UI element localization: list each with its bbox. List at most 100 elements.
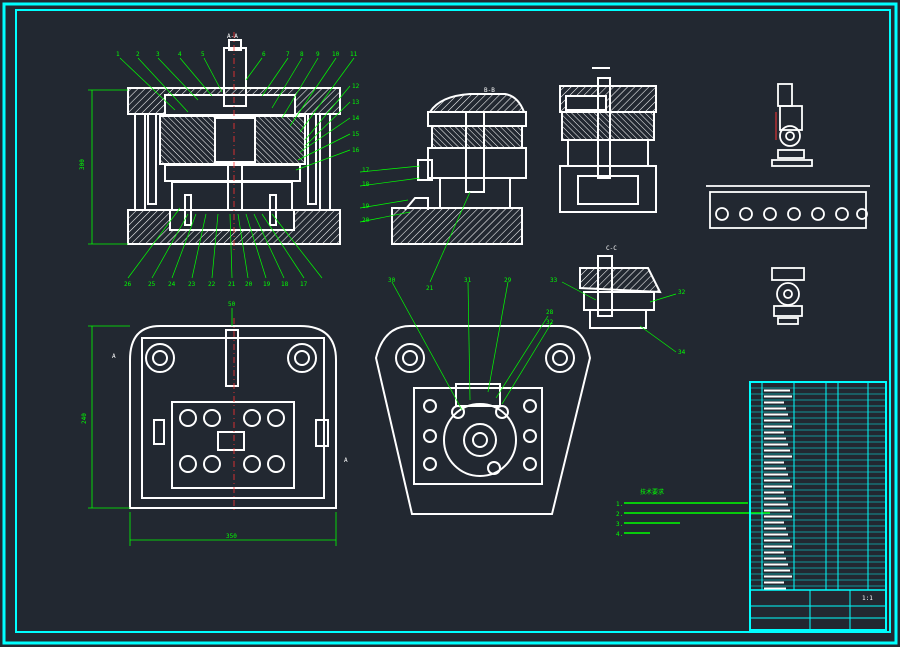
table-cell-text	[764, 497, 786, 500]
part-number: 16	[352, 147, 360, 154]
tech-req-line-3: 3.	[616, 521, 623, 528]
part-number: 9	[316, 51, 320, 58]
tech-req-line-2: 2.	[616, 511, 623, 518]
part-number: 25	[148, 281, 156, 288]
table-cell-text	[764, 563, 788, 566]
part-number: 4	[178, 51, 182, 58]
detail-part-top	[771, 83, 813, 167]
front-right-part-numbers: 12 13 14 15 16	[352, 83, 360, 154]
part-number: 22	[208, 281, 216, 288]
parts-list-rows	[750, 387, 886, 590]
table-cell-text	[764, 503, 788, 506]
lower-view-leaders	[391, 281, 553, 411]
part-number: 23	[188, 281, 196, 288]
part-number: 1	[116, 51, 120, 58]
table-cell-text	[764, 533, 788, 536]
title-block-scale: 1:1	[862, 595, 873, 602]
table-cell-text	[764, 545, 792, 548]
view-marker-a-left: A	[112, 353, 116, 360]
section-label-a: A-A	[227, 33, 238, 40]
table-cell-text	[764, 509, 790, 512]
front-section-view	[127, 39, 341, 245]
part-number: 31	[464, 277, 472, 284]
part-number: 18	[281, 281, 289, 288]
part-number: 20	[245, 281, 253, 288]
table-cell-text	[764, 527, 786, 530]
part-number: 29	[504, 277, 512, 284]
lower-view-part-numbers: 30 31 29 28 32	[388, 277, 554, 326]
part-number: 34	[678, 349, 686, 356]
table-cell-text	[764, 551, 784, 554]
side-view	[559, 67, 657, 213]
table-cell-text	[764, 395, 792, 398]
table-cell-text	[764, 491, 784, 494]
table-cell-text	[764, 473, 788, 476]
part-number: 26	[124, 281, 132, 288]
table-cell-text	[764, 581, 784, 584]
table-cell-text	[764, 461, 784, 464]
table-cell-text	[764, 419, 790, 422]
part-number: 20	[362, 217, 370, 224]
detail-strip	[706, 185, 870, 229]
table-cell-text	[764, 407, 786, 410]
part-number: 17	[362, 167, 370, 174]
table-cell-text	[764, 521, 784, 524]
part-number: 21	[228, 281, 236, 288]
part-number: 7	[286, 51, 290, 58]
part-number: 33	[550, 277, 558, 284]
table-cell-text	[764, 437, 786, 440]
part-number: 15	[352, 131, 360, 138]
section-c-part-numbers: 33 32 34	[550, 277, 686, 356]
lower-die-plan-view	[129, 325, 337, 509]
part-number: 12	[352, 83, 360, 90]
table-cell-text	[764, 431, 784, 434]
tech-req-title: 技术要求	[640, 488, 664, 496]
table-cell-text	[764, 557, 786, 560]
table-cell-text	[764, 467, 786, 470]
detail-part-bottom	[771, 267, 805, 325]
table-cell-text	[764, 425, 792, 428]
part-number: 5	[201, 51, 205, 58]
table-cell-text	[764, 401, 784, 404]
part-number: 10	[332, 51, 340, 58]
table-cell-text	[764, 389, 790, 392]
part-number: 14	[352, 115, 360, 122]
part-number: 32	[546, 319, 554, 326]
part-number: 6	[262, 51, 266, 58]
plan-left-dimensions	[88, 308, 337, 546]
part-number: 32	[678, 289, 686, 296]
tech-req-line-1: 1.	[616, 501, 623, 508]
part-number: 2	[136, 51, 140, 58]
front-top-leaders	[119, 57, 355, 279]
table-cell-text	[764, 587, 786, 590]
section-b-view	[391, 93, 527, 245]
inner-border	[15, 9, 891, 633]
section-c-view	[579, 255, 662, 329]
table-cell-text	[764, 455, 792, 458]
front-height-label: 300	[79, 159, 86, 170]
part-number: 8	[300, 51, 304, 58]
front-bottom-part-numbers: 26 25 24 23 22 21 20 19 18 17	[124, 281, 308, 288]
part-number: 3	[156, 51, 160, 58]
part-number: 18	[362, 181, 370, 188]
part-number: 19	[263, 281, 271, 288]
part-number: 17	[300, 281, 308, 288]
tech-req-line-4: 4.	[616, 531, 623, 538]
front-top-part-numbers: 1 2 3 4 5 6 7 8 9 10 11	[116, 51, 358, 58]
table-cell-text	[764, 515, 792, 518]
part-number: 30	[388, 277, 396, 284]
section-b-part-numbers: 17 18 19 20 21	[362, 167, 434, 292]
table-cell-text	[764, 575, 792, 578]
table-cell-text	[764, 443, 788, 446]
plan-top-width-label: 50	[228, 301, 236, 308]
section-label-c: C-C	[606, 245, 617, 252]
plan-width-label: 350	[226, 533, 237, 540]
table-cell-text	[764, 479, 790, 482]
part-number: 21	[426, 285, 434, 292]
technical-requirements: 技术要求 1. 2. 3. 4.	[616, 488, 770, 538]
part-number: 24	[168, 281, 176, 288]
view-marker-a-right: A	[344, 457, 348, 464]
table-cell-text	[764, 449, 790, 452]
